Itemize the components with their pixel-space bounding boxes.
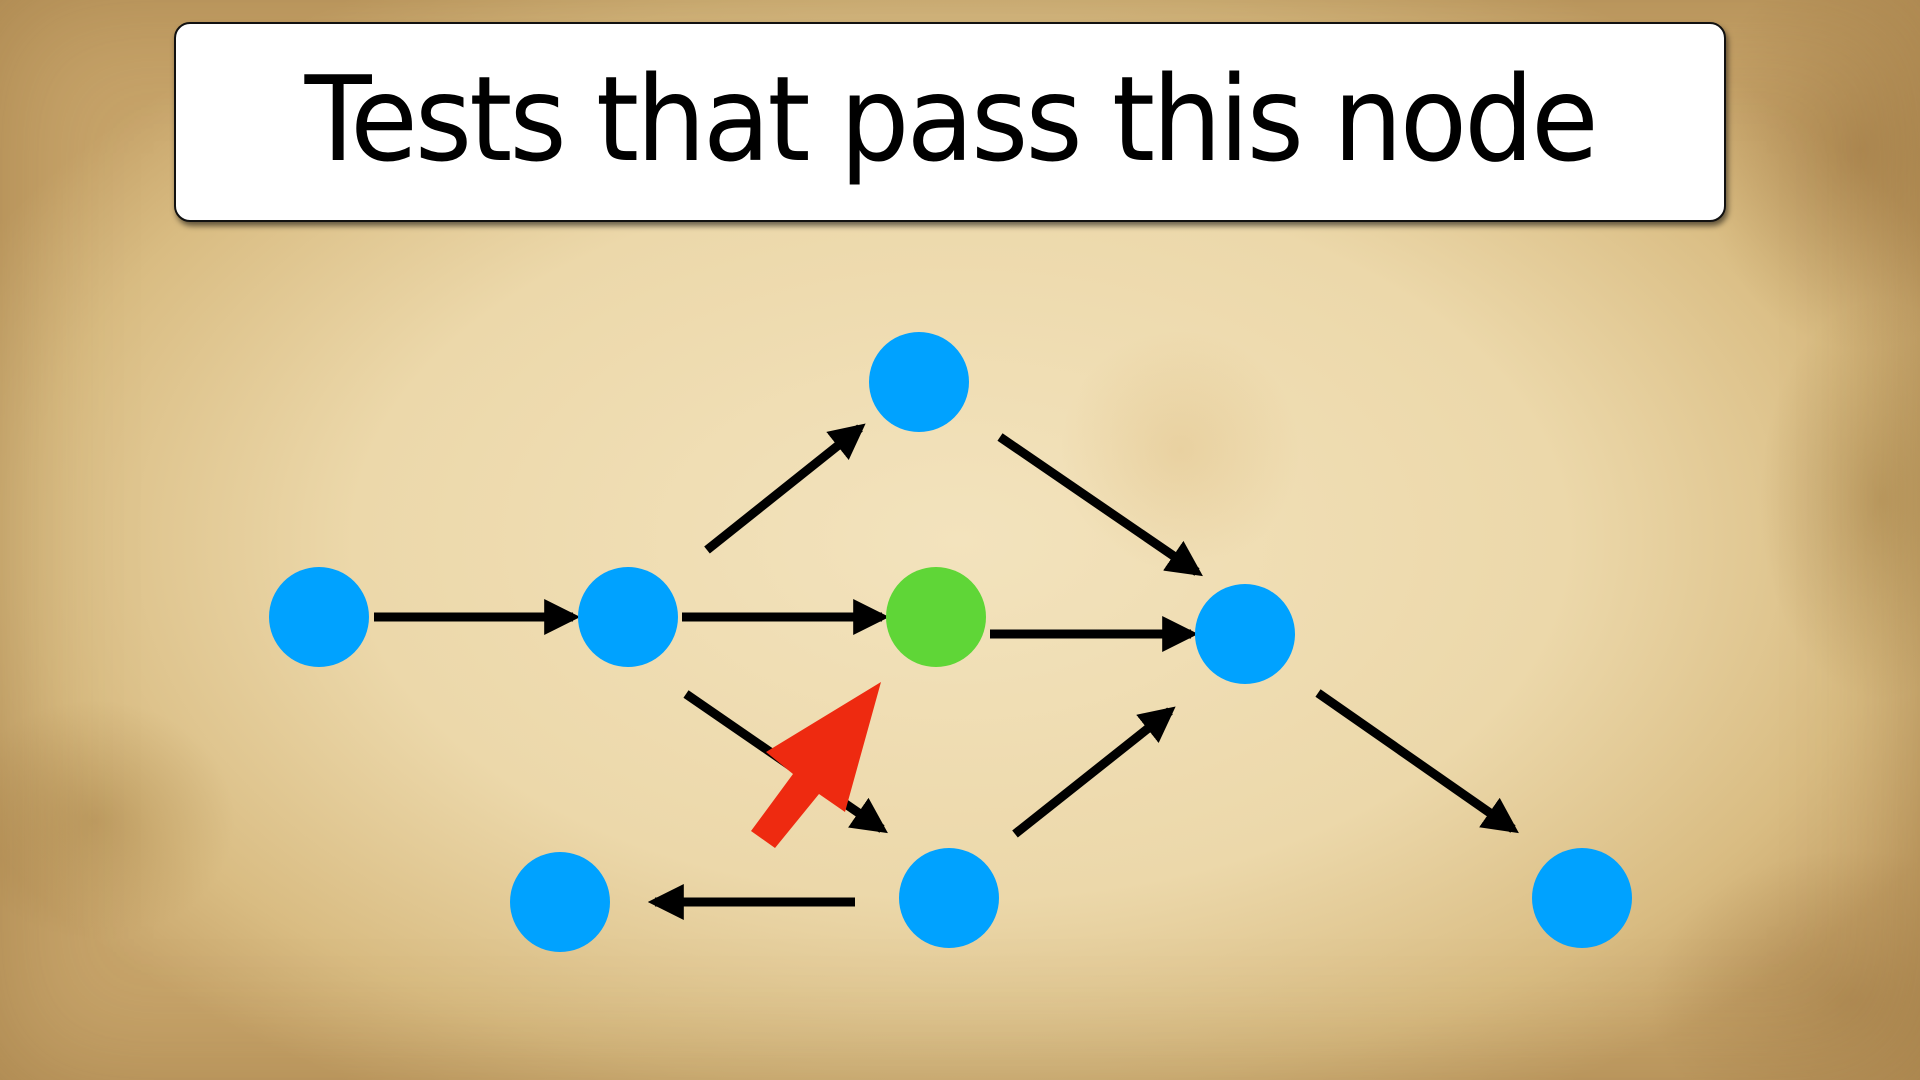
graph-node-n3-top: [869, 332, 969, 432]
node-group: [269, 332, 1632, 952]
graph-node-n4-current: [886, 567, 986, 667]
graph-node-n1: [269, 567, 369, 667]
graph-node-n5: [1195, 584, 1295, 684]
edge-arrow-n2-to-n3-top: [704, 423, 866, 554]
edge-arrow-n7-bottom-mid-to-n5: [1012, 706, 1176, 838]
edge-arrow-n3-top-to-n5: [997, 433, 1203, 577]
slide-title: Tests that pass this node: [304, 50, 1598, 188]
graph-node-n6-bottom-left: [510, 852, 610, 952]
title-box: Tests that pass this node: [174, 22, 1726, 222]
graph-node-n2: [578, 567, 678, 667]
red-arrow-pointer-icon: [751, 682, 881, 848]
edge-arrow-n5-to-n8-bottom-right: [1315, 689, 1519, 834]
graph-node-n7-bottom-mid: [899, 848, 999, 948]
graph-node-n8-bottom-right: [1532, 848, 1632, 948]
